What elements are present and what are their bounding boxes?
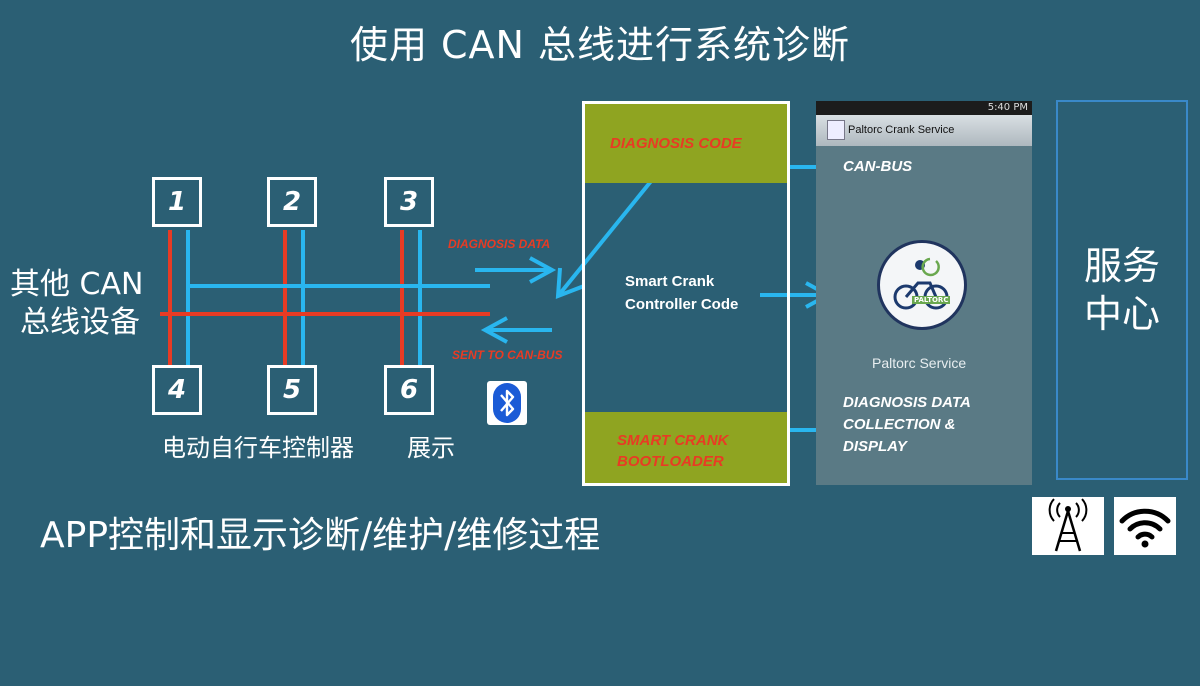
can-bus-label: CAN-BUS [843, 158, 913, 175]
app-icon [827, 120, 845, 140]
diagnosis-code-block [585, 104, 787, 183]
node-5: 5 [267, 365, 317, 415]
phone-status-time: 5:40 PM [987, 102, 1028, 113]
service-center-line1: 服务 [1083, 244, 1160, 288]
firmware-panel [582, 101, 790, 486]
wifi-icon [1114, 497, 1176, 555]
collection-line3: DISPLAY [843, 438, 907, 455]
service-center-line2: 中心 [1083, 292, 1160, 336]
collection-line2: COLLECTION & [843, 416, 956, 433]
bluetooth-icon [487, 381, 527, 425]
arrow-diagnosis-data [475, 256, 557, 284]
service-label: Paltorc Service [872, 355, 967, 371]
display-caption: 展示 [407, 434, 455, 462]
node-1: 1 [152, 177, 202, 227]
node-6: 6 [384, 365, 434, 415]
cyclist-icon [893, 257, 949, 310]
bootloader-line1: SMART CRANK [617, 432, 729, 449]
bootloader-line2: BOOTLOADER [617, 453, 724, 470]
phone-app-bar[interactable]: Paltorc Crank Service [816, 115, 1032, 146]
diagnosis-code-label: DIAGNOSIS CODE [610, 135, 742, 152]
collection-line1: DIAGNOSIS DATA [843, 394, 971, 411]
cell-tower-icon [1032, 497, 1104, 555]
other-can-devices-line2: 总线设备 [20, 305, 140, 340]
arrow-sent-to-can-bus [480, 316, 552, 344]
logo-text: PALTORC [912, 296, 951, 304]
sent-to-can-bus-label: SENT TO CAN-BUS [452, 348, 563, 362]
controller-code-line1: Smart Crank [625, 273, 715, 290]
phone-status-bar: 5:40 PM [816, 101, 1032, 115]
controller-code-line2: Controller Code [625, 296, 739, 313]
node-3: 3 [384, 177, 434, 227]
bootloader-block [585, 412, 787, 483]
phone-app-title: Paltorc Crank Service [848, 124, 955, 136]
paltorc-logo[interactable] [877, 240, 967, 330]
page-title: 使用 CAN 总线进行系统诊断 [349, 23, 851, 67]
node-4: 4 [152, 365, 202, 415]
bus-vertical-lines [168, 230, 422, 365]
diagnosis-data-label: DIAGNOSIS DATA [448, 237, 551, 251]
arrow-diagnosis-code-diagonal [555, 178, 654, 299]
service-center-box: 服务 中心 [1056, 100, 1188, 480]
bottom-caption: APP控制和显示诊断/维护/维修过程 [40, 515, 601, 556]
other-can-devices-line1: 其他 CAN [10, 267, 144, 302]
node-2: 2 [267, 177, 317, 227]
collection-display-label: DIAGNOSIS DATA COLLECTION & DISPLAY [843, 392, 971, 458]
controller-code-label: Smart Crank Controller Code [625, 270, 738, 316]
other-can-devices-label: 其他 CAN 总线设备 [10, 266, 143, 342]
bootloader-label: SMART CRANK BOOTLOADER [617, 430, 728, 472]
controller-caption: 电动自行车控制器 [162, 434, 354, 462]
